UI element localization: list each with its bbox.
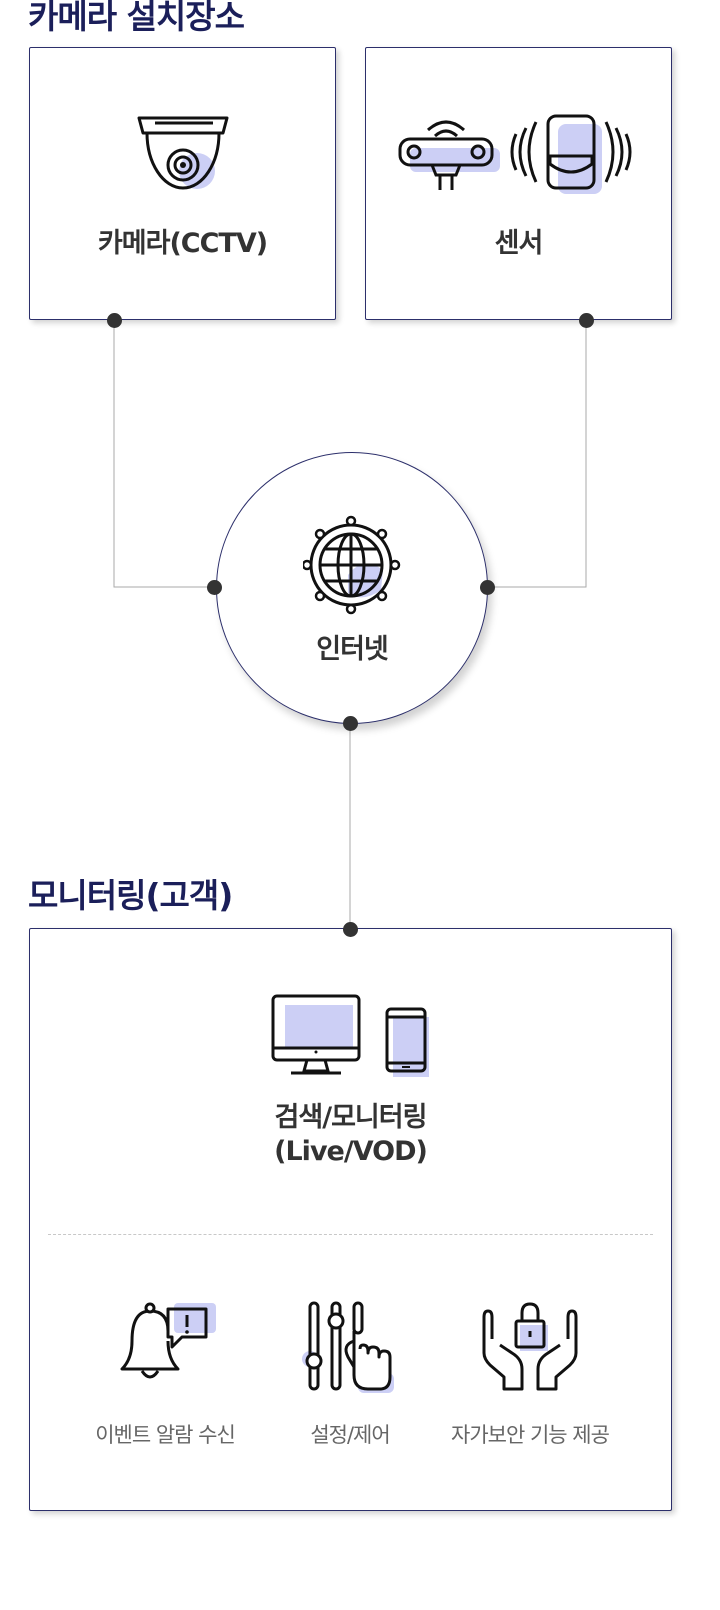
internet-bottom-dot <box>343 716 358 731</box>
internet-left-dot <box>207 580 222 595</box>
internet-node: 인터넷 <box>216 452 488 724</box>
camera-label: 카메라(CCTV) <box>97 228 268 259</box>
install-site-heading: 카메라 설치장소 <box>28 0 245 36</box>
globe-icon <box>303 515 401 615</box>
monitoring-label: 검색/모니터링 (Live/VOD) <box>30 1101 671 1169</box>
sensor-card: 센서 <box>365 47 672 320</box>
monitoring-connector-dot <box>343 922 358 937</box>
sensor-connector <box>487 320 587 588</box>
hands-lock-icon <box>482 1302 578 1391</box>
sensor-label: 센서 <box>494 228 544 259</box>
bell-alert-icon <box>120 1302 216 1379</box>
internet-right-dot <box>480 580 495 595</box>
dome-camera-icon <box>137 116 229 190</box>
internet-label: 인터넷 <box>316 634 389 665</box>
slider-control-icon <box>302 1301 394 1393</box>
feature-label-security: 자가보안 기능 제공 <box>451 1423 610 1447</box>
monitor-phone-icon <box>271 994 429 1077</box>
sensor-icon <box>398 114 632 194</box>
feature-label-settings: 설정/제어 <box>310 1423 390 1447</box>
section-divider <box>48 1234 653 1235</box>
monitoring-card: 검색/모니터링 (Live/VOD) 이벤트 알람 수신 설정/제어 <box>29 928 672 1511</box>
monitoring-label-line1: 검색/모니터링 <box>274 1102 428 1133</box>
monitoring-heading: 모니터링(고객) <box>28 876 233 915</box>
feature-label-alarm: 이벤트 알람 수신 <box>95 1423 236 1447</box>
sensor-connector-dot <box>579 313 594 328</box>
camera-connector <box>113 320 214 588</box>
camera-card: 카메라(CCTV) <box>29 47 336 320</box>
camera-connector-dot <box>107 313 122 328</box>
monitoring-label-line2: (Live/VOD) <box>274 1136 428 1167</box>
